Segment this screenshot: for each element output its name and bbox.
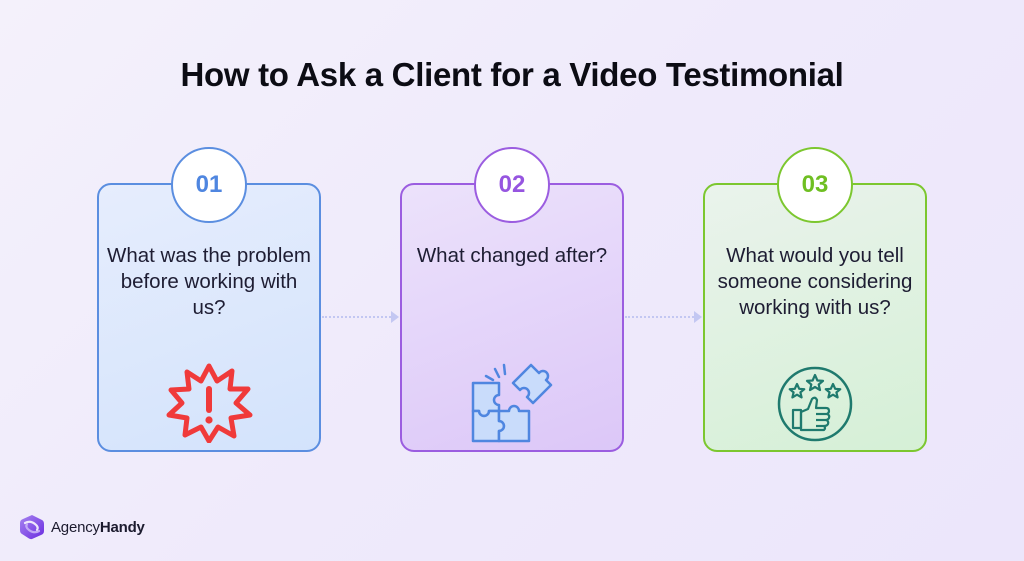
page-title: How to Ask a Client for a Video Testimon… — [180, 56, 844, 93]
step-number-badge: 03 — [777, 147, 853, 223]
dotted-line — [322, 316, 391, 318]
step-question: What would you tell someone considering … — [717, 244, 913, 319]
alert-burst-icon — [164, 363, 254, 444]
connector-arrow-2 — [625, 311, 702, 323]
arrow-head-icon — [391, 311, 399, 323]
brand-logo-lockup: AgencyHandy — [19, 514, 145, 540]
step-number-badge: 01 — [171, 147, 247, 223]
agencyhandy-logo-icon — [20, 515, 44, 540]
dotted-line — [625, 316, 694, 318]
step-question: What was the problem before working with… — [107, 244, 311, 319]
puzzle-pieces-icon — [469, 355, 555, 445]
step-card-1: 01 What was the problem before working w… — [97, 147, 321, 452]
connector-arrow-1 — [322, 311, 399, 323]
step-question: What changed after? — [416, 244, 608, 267]
brand-name-bold: Handy — [99, 518, 145, 536]
step-number-badge: 02 — [474, 147, 550, 223]
brand-name-regular: Agency — [51, 518, 100, 536]
step-card-3: 03 What would you tell someone consideri… — [703, 147, 927, 452]
brand-name: AgencyHandy — [51, 519, 145, 536]
thumbs-up-stars-icon — [776, 365, 854, 443]
step-card-2: 02 What changed after? — [400, 147, 624, 452]
arrow-head-icon — [694, 311, 702, 323]
